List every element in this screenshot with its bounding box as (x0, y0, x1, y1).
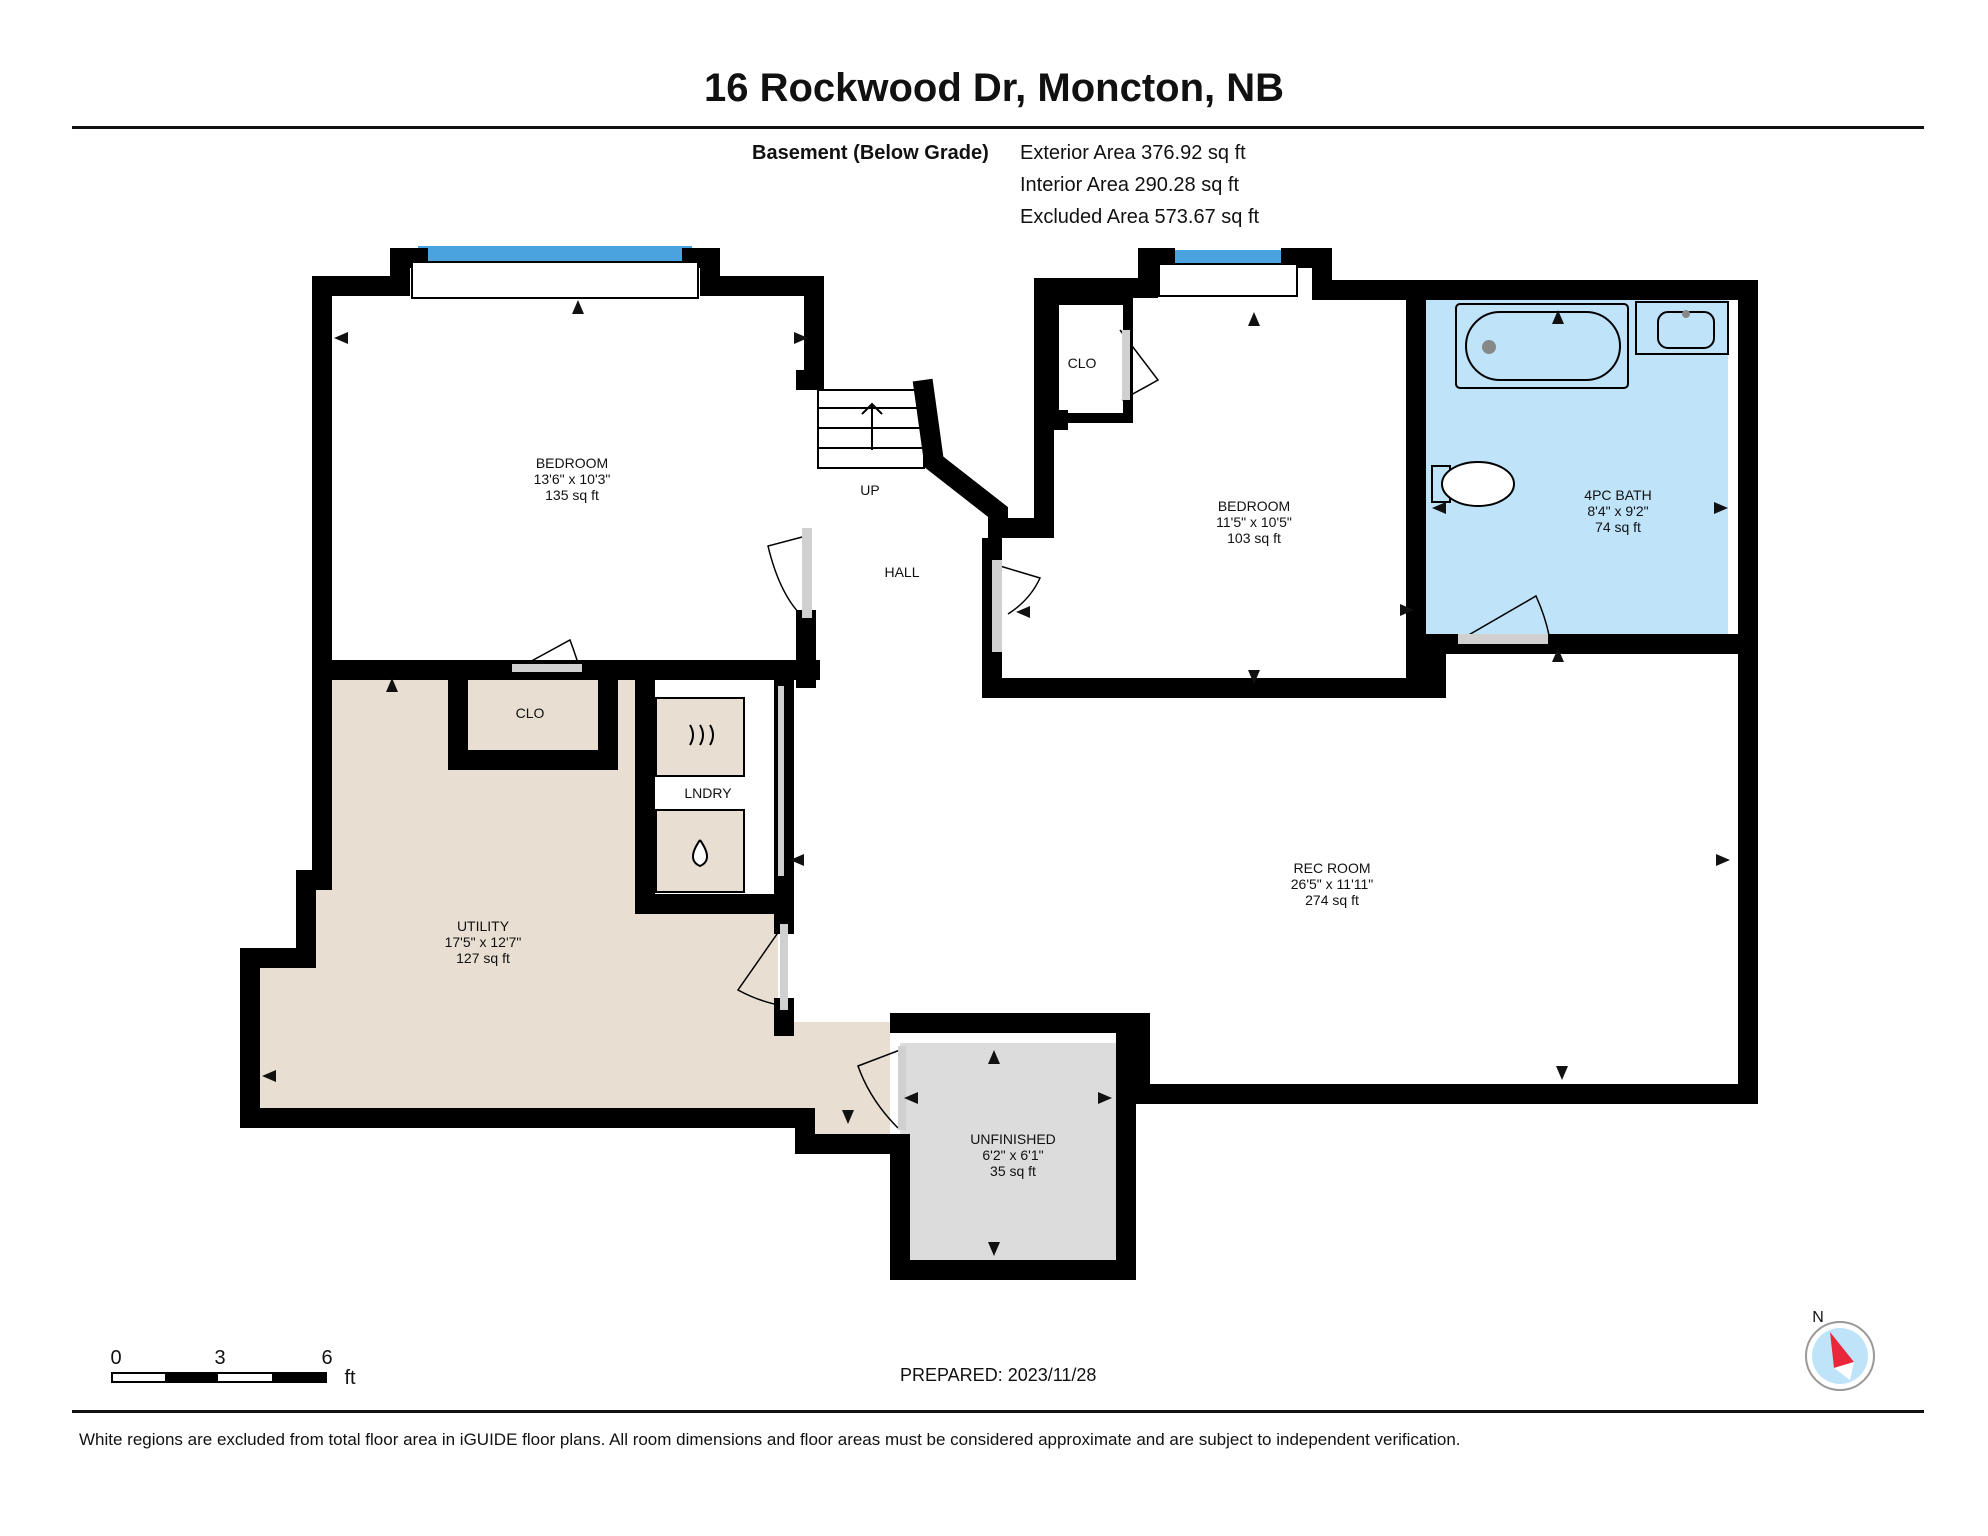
exterior-area: Exterior Area 376.92 sq ft (1020, 142, 1246, 164)
bedroom1-area: 135 sq ft (545, 487, 599, 503)
window-bedroom2 (1165, 250, 1291, 264)
closet2-label: CLO (1068, 355, 1097, 371)
bedroom1-name: BEDROOM (536, 455, 608, 471)
stairs (817, 389, 925, 469)
unfinished-dims: 6'2" x 6'1" (982, 1147, 1043, 1163)
interior-area: Interior Area 290.28 sq ft (1020, 174, 1240, 196)
level-label: Basement (Below Grade) (752, 142, 989, 164)
disclaimer: White regions are excluded from total fl… (79, 1430, 1461, 1449)
unfinished-name: UNFINISHED (970, 1131, 1056, 1147)
compass-north-label: N (1812, 1309, 1824, 1326)
bottom-rule (72, 1410, 1924, 1413)
walls (240, 248, 1758, 1280)
dimension-arrows (262, 300, 1730, 1256)
utility-fill (258, 676, 890, 1138)
closet1-label: CLO (516, 705, 545, 721)
scale-bar: 0 3 6 ft (110, 1347, 356, 1389)
utility-name: UTILITY (457, 918, 510, 934)
rec-area: 274 sq ft (1305, 892, 1359, 908)
prepared-date: PREPARED: 2023/11/28 (900, 1365, 1097, 1385)
rec-name: REC ROOM (1294, 860, 1371, 876)
doors (514, 329, 1551, 1129)
bedroom1-dims: 13'6" x 10'3" (534, 471, 611, 487)
scale-tick-3: 3 (214, 1347, 225, 1369)
bedroom2-dims: 11'5" x 10'5" (1216, 514, 1292, 530)
utility-area: 127 sq ft (456, 950, 510, 966)
unfinished-fill (900, 1043, 1118, 1261)
rec-dims: 26'5" x 11'11" (1291, 876, 1374, 892)
scale-tick-6: 6 (321, 1347, 332, 1369)
utility-dims: 17'5" x 12'7" (445, 934, 522, 950)
bedroom2-area: 103 sq ft (1227, 530, 1281, 546)
unfinished-area: 35 sq ft (990, 1163, 1036, 1179)
top-rule (72, 126, 1924, 129)
laundry-appliances (655, 697, 745, 893)
bath-name: 4PC BATH (1584, 487, 1651, 503)
plan-title: 16 Rockwood Dr, Moncton, NB (703, 66, 1285, 110)
door-gaps (512, 330, 1548, 1130)
laundry-label: LNDRY (684, 785, 732, 801)
excluded-area: Excluded Area 573.67 sq ft (1020, 206, 1260, 228)
bath-fixtures (1431, 301, 1729, 507)
scale-unit: ft (344, 1367, 356, 1389)
hall-label: HALL (884, 564, 919, 580)
bath-dims: 8'4" x 9'2" (1587, 503, 1648, 519)
stairs-label: UP (860, 482, 879, 498)
scale-tick-0: 0 (110, 1347, 121, 1369)
bath-area: 74 sq ft (1595, 519, 1641, 535)
window-bedroom1 (418, 246, 692, 264)
compass-icon: N (1805, 1309, 1875, 1391)
bedroom2-name: BEDROOM (1218, 498, 1290, 514)
